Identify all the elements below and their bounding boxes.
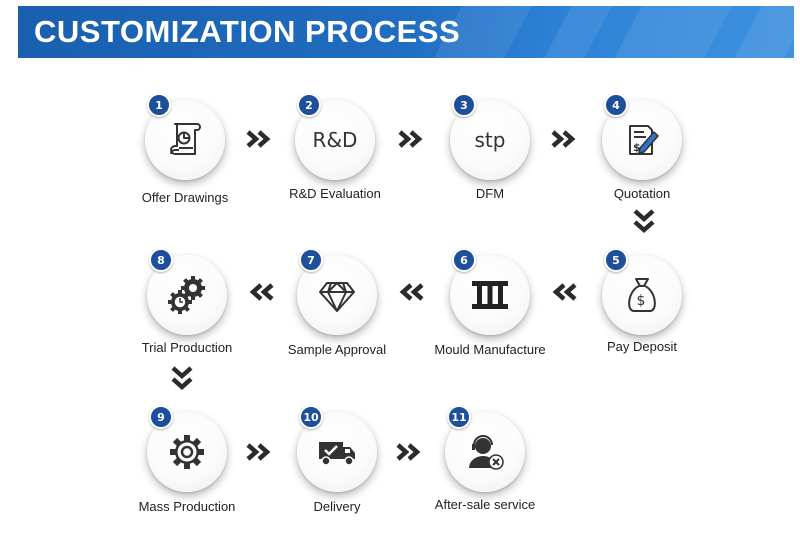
step-number-badge: 2: [297, 93, 321, 117]
page-title: CUSTOMIZATION PROCESS: [34, 14, 461, 49]
step-trial-production: 8 Trial Production: [122, 248, 252, 385]
svg-text:$: $: [637, 293, 646, 309]
step-number-badge: 5: [604, 248, 628, 272]
svg-text:$: $: [633, 141, 641, 154]
arrow-right-icon: [246, 130, 271, 148]
step-rd-evaluation: R&D 2 R&D Evaluation: [270, 93, 400, 230]
step-number-badge: 7: [299, 248, 323, 272]
step-sample-approval: 7 Sample Approval: [272, 248, 402, 385]
step-label: Mould Manufacture: [434, 342, 546, 357]
rd-text-icon: R&D: [312, 128, 358, 152]
step-number-badge: 3: [452, 93, 476, 117]
arrow-right-icon: [551, 130, 576, 148]
arrow-down-icon: [633, 209, 655, 234]
step-number-badge: 10: [299, 405, 323, 429]
step-number-badge: 1: [147, 93, 171, 117]
step-dfm: stp 3 DFM: [425, 93, 555, 230]
truck-icon: [319, 442, 355, 466]
arrow-right-icon: [246, 443, 271, 461]
stp-text-icon: stp: [474, 128, 506, 152]
step-label: After-sale service: [434, 497, 536, 512]
support-agent-icon: [469, 435, 504, 470]
step-label: Offer Drawings: [141, 190, 229, 205]
quotation-pen-icon: $: [629, 125, 659, 155]
step-number-badge: 11: [447, 405, 471, 429]
step-label: Sample Approval: [287, 342, 387, 357]
step-label: R&D Evaluation: [289, 186, 381, 201]
gear-icon: [170, 435, 204, 469]
step-label: Quotation: [613, 186, 671, 201]
arrow-left-icon: [399, 283, 424, 301]
money-bag-icon: $: [628, 278, 656, 312]
diamond-icon: [319, 282, 355, 312]
arrow-right-icon: [396, 443, 421, 461]
step-number-badge: 6: [452, 248, 476, 272]
step-label: Pay Deposit: [606, 339, 678, 354]
step-label: Delivery: [313, 499, 361, 514]
arrow-down-icon: [171, 366, 193, 391]
step-delivery: 10 Delivery: [272, 405, 402, 542]
arrow-left-icon: [552, 283, 577, 301]
step-label: Mass Production: [138, 499, 236, 514]
step-number-badge: 8: [149, 248, 173, 272]
step-label: Trial Production: [141, 340, 233, 355]
header-banner: CUSTOMIZATION PROCESS: [18, 6, 794, 58]
step-quotation: $ 4 Quotation: [577, 93, 707, 230]
arrow-left-icon: [249, 283, 274, 301]
step-mass-production: 9 Mass Production: [122, 405, 252, 542]
step-offer-drawings: 1 Offer Drawings: [120, 93, 250, 230]
gears-icon: [168, 276, 205, 314]
mould-icon: [472, 281, 508, 309]
step-mould-manufacture: 6 Mould Manufacture: [425, 248, 555, 385]
step-number-badge: 4: [604, 93, 628, 117]
drawing-document-icon: [170, 123, 201, 155]
arrow-right-icon: [398, 130, 423, 148]
step-pay-deposit: $ 5 Pay Deposit: [577, 248, 707, 385]
step-number-badge: 9: [149, 405, 173, 429]
step-after-sale-service: 11 After-sale service: [420, 405, 550, 542]
step-label: DFM: [475, 186, 505, 201]
